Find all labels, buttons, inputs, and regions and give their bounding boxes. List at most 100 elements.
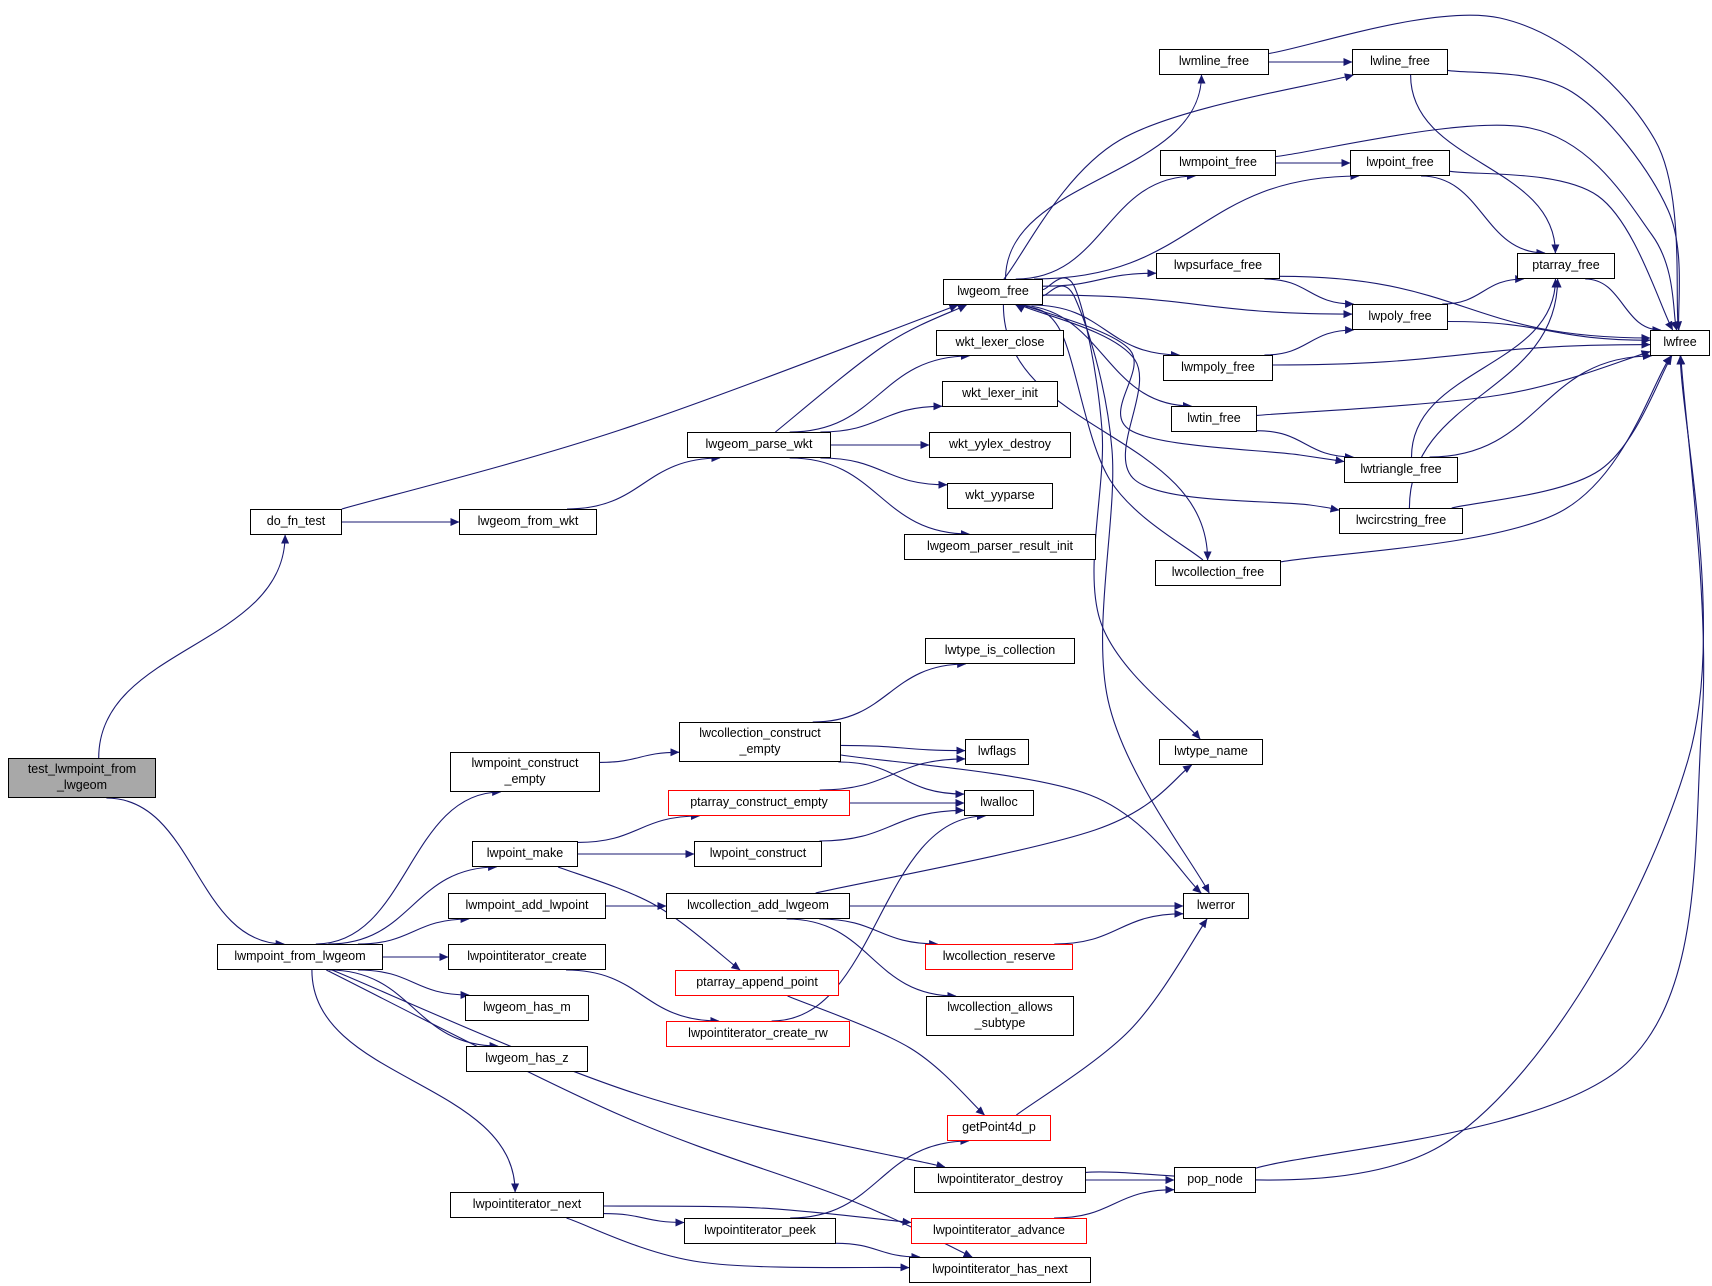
call-edge-lwmpoint_from_lwgeom--lwpointiterator_destroy: [331, 969, 946, 1169]
node-lwfree[interactable]: lwfree: [1650, 330, 1710, 356]
call-edge-lwpointiterator_create_rw--lwalloc: [771, 812, 986, 1022]
node-lwmpoint_add_lwpoint[interactable]: lwmpoint_add_lwpoint: [448, 893, 606, 919]
call-edge-test_lwmpoint_from_lwgeom--do_fn_test: [98, 534, 290, 759]
node-pop_node[interactable]: pop_node: [1174, 1167, 1256, 1193]
node-do_fn_test[interactable]: do_fn_test: [250, 509, 342, 535]
call-edge-lwcircstring_free--lwfree: [1451, 355, 1673, 509]
call-edge-lwpoint_free--lwfree: [1449, 170, 1674, 331]
node-label: wkt_lexer_close: [955, 335, 1045, 350]
node-label: lwgeom_from_wkt: [477, 514, 579, 529]
call-edge-do_fn_test--lwgeom_free: [341, 304, 959, 510]
call-edge-ptarray_construct_empty--lwflags: [819, 754, 966, 791]
node-lwpointiterator_peek[interactable]: lwpointiterator_peek: [684, 1218, 836, 1244]
node-lwcollection_allows_subtype[interactable]: lwcollection_allows _subtype: [926, 996, 1074, 1036]
node-lwflags[interactable]: lwflags: [965, 739, 1029, 765]
node-lwpoly_free[interactable]: lwpoly_free: [1352, 304, 1448, 330]
call-edge-lwgeom_parse_wkt--wkt_lexer_init: [820, 402, 943, 433]
node-lwpoint_make[interactable]: lwpoint_make: [472, 841, 578, 867]
node-lwcircstring_free[interactable]: lwcircstring_free: [1339, 508, 1463, 534]
node-lwpointiterator_create_rw[interactable]: lwpointiterator_create_rw: [666, 1021, 850, 1047]
node-lwtin_free[interactable]: lwtin_free: [1171, 406, 1257, 432]
call-edge-lwpoint_free--ptarray_free: [1420, 175, 1546, 257]
call-edge-lwgeom_free--lwmpoint_free: [1015, 172, 1196, 280]
node-label: lwpoint_make: [486, 846, 564, 861]
node-getPoint4d_p[interactable]: getPoint4d_p: [947, 1115, 1051, 1141]
node-wkt_lexer_init[interactable]: wkt_lexer_init: [942, 381, 1058, 407]
node-lwgeom_has_z[interactable]: lwgeom_has_z: [466, 1046, 588, 1072]
call-edge-lwline_free--ptarray_free: [1410, 74, 1560, 254]
node-label: lwgeom_parser_result_init: [927, 539, 1073, 554]
node-lwgeom_free[interactable]: lwgeom_free: [943, 279, 1043, 305]
node-wkt_yyparse[interactable]: wkt_yyparse: [947, 483, 1053, 509]
call-edge-lwgeom_free--lwtriangle_free: [1023, 304, 1345, 465]
node-lwpointiterator_advance[interactable]: lwpointiterator_advance: [911, 1218, 1087, 1244]
node-test_lwmpoint_from_lwgeom[interactable]: test_lwmpoint_from _lwgeom: [8, 758, 156, 798]
node-lwpointiterator_create[interactable]: lwpointiterator_create: [448, 944, 606, 970]
node-lwcollection_free[interactable]: lwcollection_free: [1155, 560, 1281, 586]
call-edge-lwpointiterator_advance--pop_node: [1054, 1185, 1175, 1219]
call-edge-lwmpoint_from_lwgeom--lwgeom_has_m: [357, 969, 470, 999]
node-label: lwgeom_has_m: [483, 1000, 571, 1015]
node-lwcollection_construct_empty[interactable]: lwcollection_construct _empty: [679, 722, 841, 762]
call-edge-lwpoint_construct--lwalloc: [819, 806, 965, 842]
node-label: wkt_yyparse: [965, 488, 1035, 503]
node-label: lwpointiterator_create: [467, 949, 587, 964]
node-lwpsurface_free[interactable]: lwpsurface_free: [1156, 253, 1280, 279]
node-label: lwtype_is_collection: [944, 643, 1056, 658]
node-label: ptarray_free: [1532, 258, 1600, 273]
node-wkt_lexer_close[interactable]: wkt_lexer_close: [936, 330, 1064, 356]
call-edge-lwmpoint_from_lwgeom--lwpointiterator_has_next: [326, 969, 973, 1258]
node-lwerror[interactable]: lwerror: [1183, 893, 1249, 919]
call-edge-lwmpoint_free--lwfree: [1275, 124, 1679, 331]
node-label: ptarray_append_point: [696, 975, 818, 990]
node-lwgeom_parser_result_init[interactable]: lwgeom_parser_result_init: [904, 534, 1096, 560]
node-ptarray_free[interactable]: ptarray_free: [1517, 253, 1615, 279]
call-edge-getPoint4d_p--lwerror: [1016, 918, 1208, 1116]
node-label: lwpointiterator_destroy: [937, 1172, 1063, 1187]
node-lwpointiterator_destroy[interactable]: lwpointiterator_destroy: [914, 1167, 1086, 1193]
node-lwmpoint_construct_empty[interactable]: lwmpoint_construct _empty: [450, 752, 600, 792]
node-label: test_lwmpoint_from _lwgeom: [27, 762, 137, 792]
call-edge-lwgeom_free--lwline_free: [1003, 73, 1354, 280]
call-edge-test_lwmpoint_from_lwgeom--lwmpoint_from_lwgeom: [106, 797, 285, 948]
node-ptarray_append_point[interactable]: ptarray_append_point: [675, 970, 839, 996]
node-ptarray_construct_empty[interactable]: ptarray_construct_empty: [668, 790, 850, 816]
node-lwcollection_add_lwgeom[interactable]: lwcollection_add_lwgeom: [666, 893, 850, 919]
node-label: lwtin_free: [1187, 411, 1241, 426]
node-label: lwcollection_add_lwgeom: [687, 898, 829, 913]
node-label: lwtriangle_free: [1360, 462, 1442, 477]
node-label: ptarray_construct_empty: [690, 795, 828, 810]
node-lwmline_free[interactable]: lwmline_free: [1159, 49, 1269, 75]
call-edge-lwmpoint_from_lwgeom--lwmpoint_add_lwpoint: [357, 915, 470, 945]
node-lwline_free[interactable]: lwline_free: [1352, 49, 1448, 75]
node-wkt_yylex_destroy[interactable]: wkt_yylex_destroy: [929, 432, 1071, 458]
call-edge-lwgeom_free--lwerror: [1042, 285, 1210, 894]
node-lwgeom_parse_wkt[interactable]: lwgeom_parse_wkt: [687, 432, 831, 458]
call-edge-lwpointiterator_peek--lwpointiterator_has_next: [835, 1242, 921, 1261]
call-edge-lwgeom_parse_wkt--wkt_yyparse: [820, 457, 948, 489]
call-edge-lwpsurface_free--lwpoly_free: [1264, 278, 1355, 308]
node-lwmpoly_free[interactable]: lwmpoly_free: [1163, 355, 1273, 381]
node-lwgeom_from_wkt[interactable]: lwgeom_from_wkt: [459, 509, 597, 535]
node-lwtype_is_collection[interactable]: lwtype_is_collection: [925, 638, 1075, 664]
node-label: lwtype_name: [1174, 744, 1248, 759]
node-lwcollection_reserve[interactable]: lwcollection_reserve: [925, 944, 1073, 970]
node-label: lwmpoint_add_lwpoint: [465, 898, 589, 913]
call-edge-ptarray_append_point--getPoint4d_p: [787, 995, 985, 1116]
node-lwpointiterator_next[interactable]: lwpointiterator_next: [450, 1192, 604, 1218]
call-edge-lwcollection_add_lwgeom--lwcollection_reserve: [819, 918, 939, 948]
node-lwmpoint_from_lwgeom[interactable]: lwmpoint_from_lwgeom: [217, 944, 383, 970]
node-lwpointiterator_has_next[interactable]: lwpointiterator_has_next: [909, 1257, 1091, 1283]
call-edge-lwpoly_free--lwfree: [1447, 320, 1651, 345]
call-edge-lwcollection_add_lwgeom--lwcollection_allows_subtype: [786, 918, 957, 1000]
node-lwtype_name[interactable]: lwtype_name: [1159, 739, 1263, 765]
call-edge-lwcollection_free--lwgeom_free: [1015, 304, 1204, 561]
call-edge-lwcollection_free--lwfree: [1280, 355, 1672, 563]
node-lwmpoint_free[interactable]: lwmpoint_free: [1160, 150, 1276, 176]
node-lwtriangle_free[interactable]: lwtriangle_free: [1344, 457, 1458, 483]
node-lwalloc[interactable]: lwalloc: [964, 790, 1034, 816]
node-lwgeom_has_m[interactable]: lwgeom_has_m: [465, 995, 589, 1021]
node-lwpoint_construct[interactable]: lwpoint_construct: [694, 841, 822, 867]
call-edge-lwpoint_make--ptarray_append_point: [557, 866, 741, 971]
node-lwpoint_free[interactable]: lwpoint_free: [1350, 150, 1450, 176]
